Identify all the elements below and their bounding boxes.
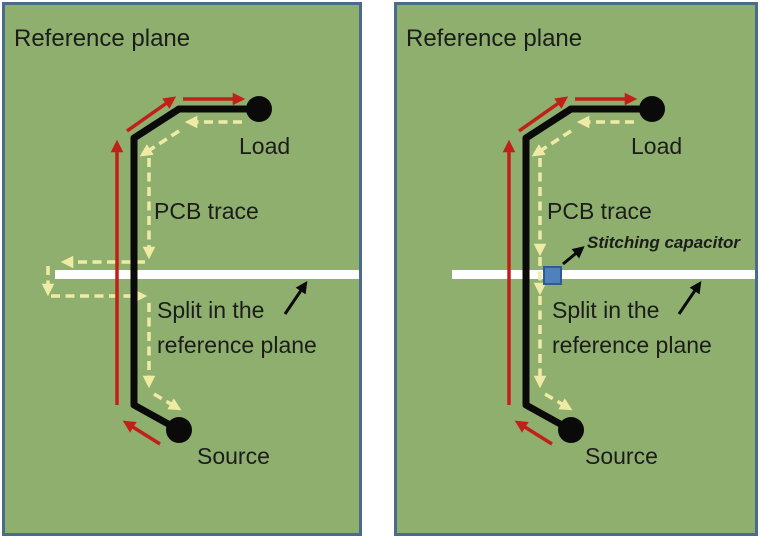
signal-arrow-diagonal-top — [517, 96, 569, 133]
plane-split-gap — [452, 270, 755, 279]
panel-title: Reference plane — [406, 25, 582, 52]
panel-title: Reference plane — [14, 25, 190, 52]
stitching-capacitor — [543, 266, 562, 285]
source-label: Source — [197, 443, 270, 469]
signal-arrow-from-source — [122, 420, 161, 446]
capacitor-pointer-arrow — [562, 246, 585, 266]
signal-current-path — [502, 92, 638, 446]
split-label-line1: Split in the — [552, 297, 659, 323]
plane-split-gap — [55, 270, 359, 279]
split-pointer-arrow — [283, 281, 308, 315]
split-label-line2: reference plane — [157, 332, 317, 358]
return-arrow-to-source — [544, 392, 573, 411]
signal-arrow-diagonal-top — [125, 96, 177, 133]
return-arrow-to-source — [153, 392, 182, 411]
pcb-trace-label: PCB trace — [154, 198, 259, 224]
pcb-trace-label: PCB trace — [547, 198, 652, 224]
signal-current-path — [110, 92, 246, 446]
source-pad — [166, 417, 192, 443]
diagram-with-capacitor: Reference plane Load PCB trace Stitching… — [406, 25, 755, 469]
load-label: Load — [239, 133, 290, 159]
panel-with-capacitor: Reference plane Load PCB trace Stitching… — [394, 2, 758, 536]
split-label-line1: Split in the — [157, 297, 264, 323]
load-pad — [639, 96, 665, 122]
stitching-capacitor-label: Stitching capacitor — [587, 233, 741, 252]
source-label: Source — [585, 443, 658, 469]
source-pad — [558, 417, 584, 443]
load-label: Load — [631, 133, 682, 159]
signal-arrow-from-source — [514, 420, 553, 446]
return-current-path — [41, 115, 242, 411]
pcb-trace — [130, 105, 259, 434]
diagram-without-capacitor: Reference plane Load PCB trace Split in … — [14, 25, 359, 469]
return-arrow-diagonal-top — [139, 129, 180, 157]
split-label-line2: reference plane — [552, 332, 712, 358]
panel-without-capacitor: Reference plane Load PCB trace Split in … — [2, 2, 362, 536]
load-pad — [246, 96, 272, 122]
pcb-trace — [522, 105, 652, 434]
return-current-path — [531, 115, 634, 411]
split-pointer-arrow — [677, 281, 702, 315]
return-arrow-diagonal-top — [531, 129, 572, 157]
